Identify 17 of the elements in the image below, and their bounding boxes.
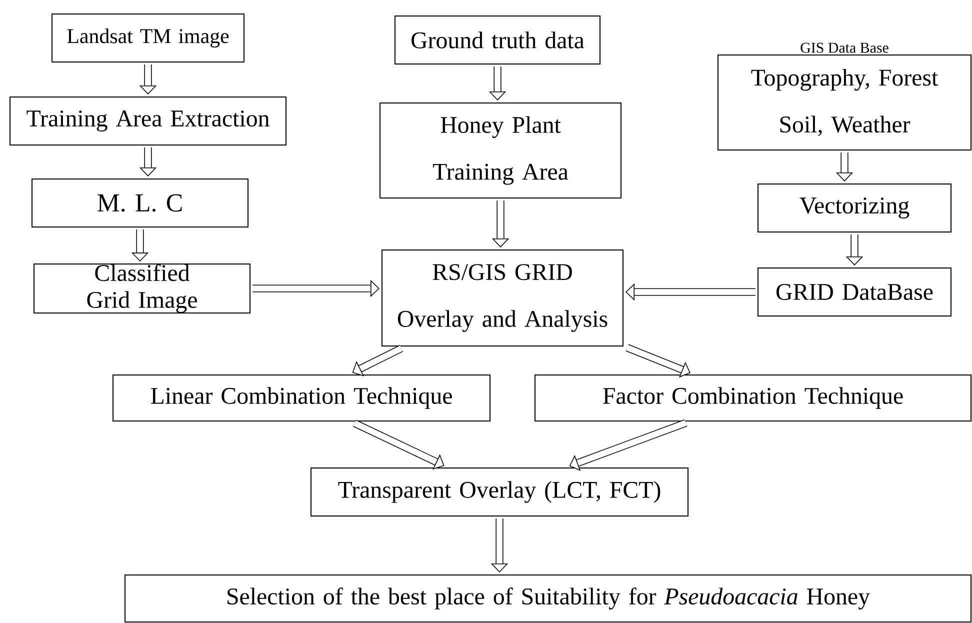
process-box: Landsat TM image	[52, 14, 244, 62]
process-box: GRID DataBase	[758, 268, 952, 316]
process-box: RS/GIS GRID Overlay and Analysis	[382, 250, 624, 346]
process-box: Ground truth data	[394, 16, 600, 64]
process-box: Transparent Overlay (LCT, FCT)	[310, 468, 688, 516]
process-box: Linear Combination Technique	[112, 374, 490, 422]
process-box: Training Area Extraction	[10, 96, 286, 146]
block-arrow	[569, 419, 688, 472]
box-heading: GIS Data Base	[800, 42, 888, 53]
process-box: Topography, Forest Soil, Weather	[718, 54, 972, 150]
process-box: Selection of the best place of Suitability for Pseudoacacia Honey	[124, 574, 972, 622]
process-box: Honey Plant Training Area	[380, 102, 622, 198]
block-arrow	[352, 344, 404, 376]
process-box: Vectorizing	[758, 184, 952, 232]
process-box: Factor Combination Technique	[534, 374, 972, 422]
process-box: Classified Grid Image	[34, 264, 250, 314]
process-box: M. L. C	[32, 178, 248, 228]
